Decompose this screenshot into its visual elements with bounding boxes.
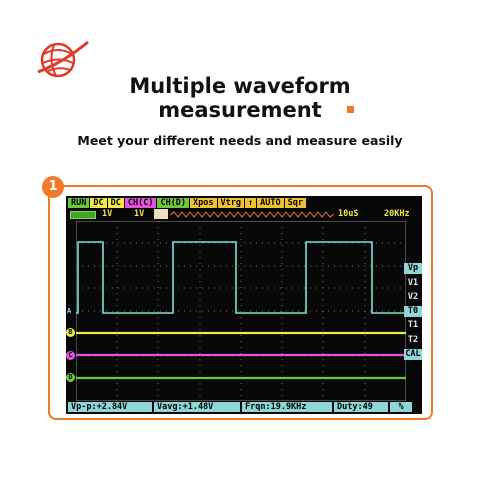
battery-icon xyxy=(70,211,96,219)
channel-d-marker[interactable]: D xyxy=(66,373,75,382)
menu-item-v2[interactable]: V2 xyxy=(407,292,419,302)
menu-item-vp[interactable]: Vp xyxy=(404,263,422,274)
channel-a-marker: A xyxy=(67,307,72,315)
trigger-position-track xyxy=(170,211,335,218)
trigger-mode-button[interactable]: AUTO xyxy=(257,198,284,208)
channel-c-marker[interactable]: C xyxy=(66,351,75,360)
run-button[interactable]: RUN xyxy=(68,198,90,208)
volt-div-a: 1V xyxy=(102,209,113,219)
trigger-edge-button[interactable]: ↑ xyxy=(245,198,257,208)
channel-c-button[interactable]: CH(C) xyxy=(124,198,157,208)
measurement-status-bar: Vp-p:+2.84V Vavg:+1.48V Frqn:19.9KHz Dut… xyxy=(68,402,414,412)
menu-item-t0[interactable]: T0 xyxy=(404,306,422,317)
step-badge: 1 xyxy=(42,176,64,198)
waveform-grid xyxy=(76,221,406,401)
menu-item-cal[interactable]: CAL xyxy=(404,349,422,360)
duty-unit: % xyxy=(390,402,412,412)
top-toolbar: RUN DC DC CH(C) CH(D) Xpos Vtrg ↑ AUTO S… xyxy=(68,198,307,208)
channel-b-marker[interactable]: B xyxy=(66,328,75,337)
waveform-type-button[interactable]: Sqr xyxy=(284,198,306,208)
menu-item-v1[interactable]: V1 xyxy=(407,278,419,288)
channel-a-trace xyxy=(76,241,406,314)
screenshot-frame xyxy=(48,185,433,420)
signal-frequency: 20KHz xyxy=(384,209,410,219)
oscilloscope-screen: RUN DC DC CH(C) CH(D) Xpos Vtrg ↑ AUTO S… xyxy=(66,196,422,414)
menu-item-t1[interactable]: T1 xyxy=(407,320,419,330)
coupling-a-button[interactable]: DC xyxy=(90,198,107,208)
subheadline: Meet your different needs and measure ea… xyxy=(77,133,403,148)
duty-readout: Duty:49 xyxy=(334,402,388,412)
accent-square-icon xyxy=(347,106,354,113)
vtrg-button[interactable]: Vtrg xyxy=(217,198,245,208)
trigger-marker-icon xyxy=(154,209,168,219)
headline-line-2: measurement xyxy=(158,98,322,122)
headline-line-1: Multiple waveform xyxy=(129,74,351,98)
channel-d-button[interactable]: CH(D) xyxy=(157,198,190,208)
timebase: 10uS xyxy=(338,209,359,219)
frequency-readout: Frqn:19.9KHz xyxy=(242,402,332,412)
vavg-readout: Vavg:+1.48V xyxy=(154,402,240,412)
brand-logo xyxy=(37,40,89,78)
coupling-b-button[interactable]: DC xyxy=(107,198,124,208)
volt-div-b: 1V xyxy=(134,209,145,219)
vpp-readout: Vp-p:+2.84V xyxy=(68,402,152,412)
xpos-button[interactable]: Xpos xyxy=(190,198,217,208)
menu-item-t2[interactable]: T2 xyxy=(407,335,419,345)
settings-row: 1V 1V 10uS 20KHz xyxy=(68,209,420,219)
